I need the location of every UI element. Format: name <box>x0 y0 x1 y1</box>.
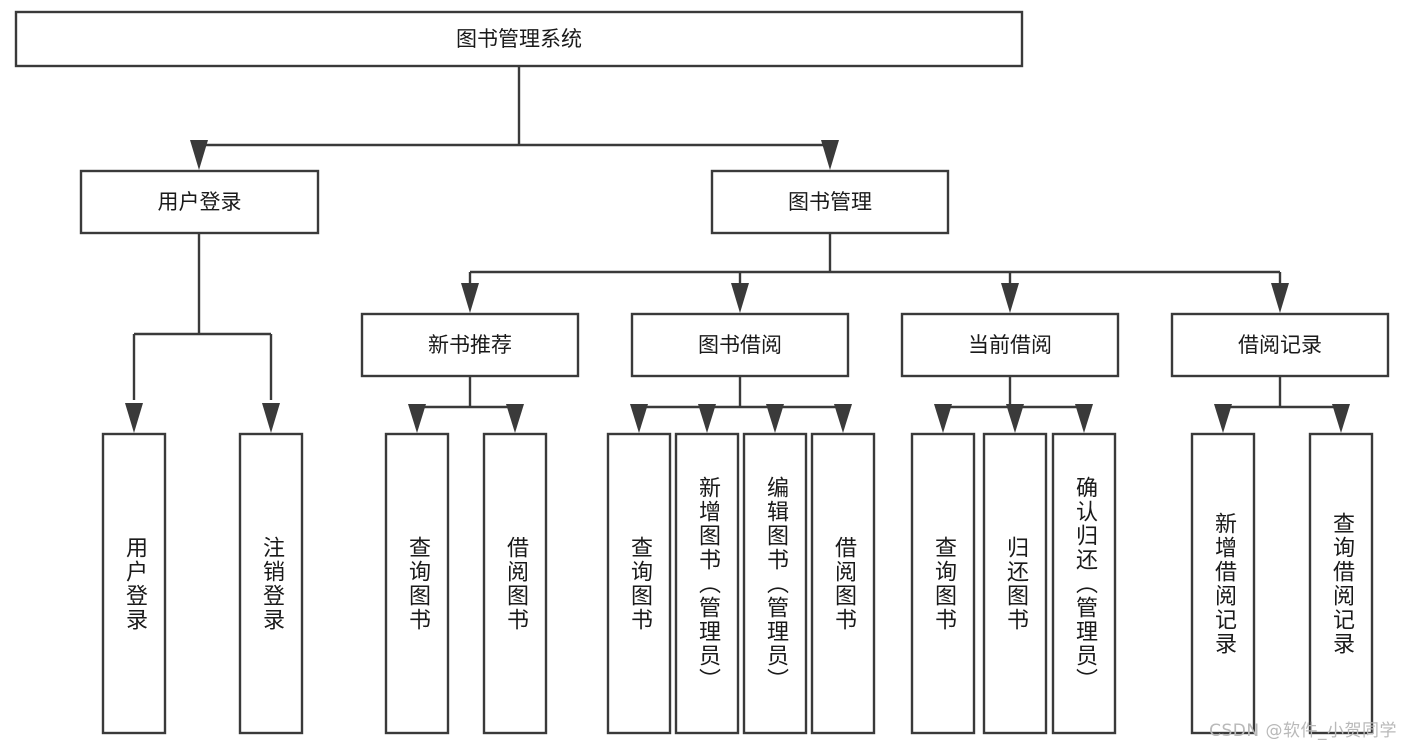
node-box-leaf-11[interactable] <box>1190 432 1256 735</box>
arrow-head-borrow-3 <box>766 404 784 433</box>
arrow-head-bookmgmt-3 <box>1001 283 1019 313</box>
node-label-level2-1: 图书管理 <box>788 190 872 214</box>
node-box-leaf-7[interactable] <box>810 432 876 735</box>
node-box-level3-2[interactable] <box>900 312 1120 378</box>
arrow-head-records-1 <box>1214 404 1232 433</box>
node-box-leaf-8[interactable] <box>910 432 976 735</box>
node-box-leaf-4[interactable] <box>606 432 672 735</box>
connector-group-user-login <box>125 233 280 433</box>
node-box-leaf-2[interactable] <box>384 432 450 735</box>
node-box-leaf-10[interactable] <box>1051 432 1117 735</box>
node-box-leaf-1[interactable] <box>238 432 304 735</box>
arrow-head-currentborrow-3 <box>1075 404 1093 433</box>
node-box-leaf-12[interactable] <box>1308 432 1374 735</box>
arrow-head-borrow-1 <box>630 404 648 433</box>
node-box-level3-0[interactable] <box>360 312 580 378</box>
connector-group-book-mgmt <box>461 233 1289 313</box>
arrow-head-userlogin-1 <box>125 403 143 433</box>
arrow-head-root-2 <box>821 140 839 170</box>
arrow-head-bookmgmt-4 <box>1271 283 1289 313</box>
arrow-head-currentborrow-2 <box>1006 404 1024 433</box>
arrow-head-newbooks-2 <box>506 404 524 433</box>
node-box-leaf-3[interactable] <box>482 432 548 735</box>
node-label-level3-0: 新书推荐 <box>428 333 512 357</box>
node-label-level3-1: 图书借阅 <box>698 333 782 357</box>
node-box-level3-3[interactable] <box>1170 312 1390 378</box>
node-label-root: 图书管理系统 <box>456 27 582 51</box>
node-label-level3-2: 当前借阅 <box>968 333 1052 357</box>
node-box-leaf-0[interactable] <box>101 432 167 735</box>
csdn-watermark: CSDN @软件_小贺同学 <box>1209 721 1397 741</box>
connector-group-current-borrow <box>934 376 1093 433</box>
connector-group-borrow-records <box>1214 376 1350 433</box>
arrow-head-records-2 <box>1332 404 1350 433</box>
node-box-leaf-6[interactable] <box>742 432 808 735</box>
node-box-level3-1[interactable] <box>630 312 850 378</box>
arrow-head-bookmgmt-2 <box>731 283 749 313</box>
node-box-leaf-9[interactable] <box>982 432 1048 735</box>
arrow-head-borrow-4 <box>834 404 852 433</box>
node-label-level2-0: 用户登录 <box>158 190 242 214</box>
connector-group-new-books <box>408 376 524 433</box>
node-box-level2-0[interactable] <box>79 169 320 235</box>
connector-group-borrow <box>630 376 852 433</box>
node-box-level2-1[interactable] <box>710 169 950 235</box>
node-label-level3-3: 借阅记录 <box>1238 333 1322 357</box>
arrow-head-borrow-2 <box>698 404 716 433</box>
connector-group-root <box>190 66 839 170</box>
arrow-head-root-1 <box>190 140 208 170</box>
arrow-head-userlogin-2 <box>262 403 280 433</box>
arrow-head-newbooks-1 <box>408 404 426 433</box>
node-box-leaf-5[interactable] <box>674 432 740 735</box>
node-box-root[interactable] <box>14 10 1024 68</box>
node-boxes-layer <box>14 10 1390 735</box>
arrow-head-currentborrow-1 <box>934 404 952 433</box>
arrow-head-bookmgmt-1 <box>461 283 479 313</box>
